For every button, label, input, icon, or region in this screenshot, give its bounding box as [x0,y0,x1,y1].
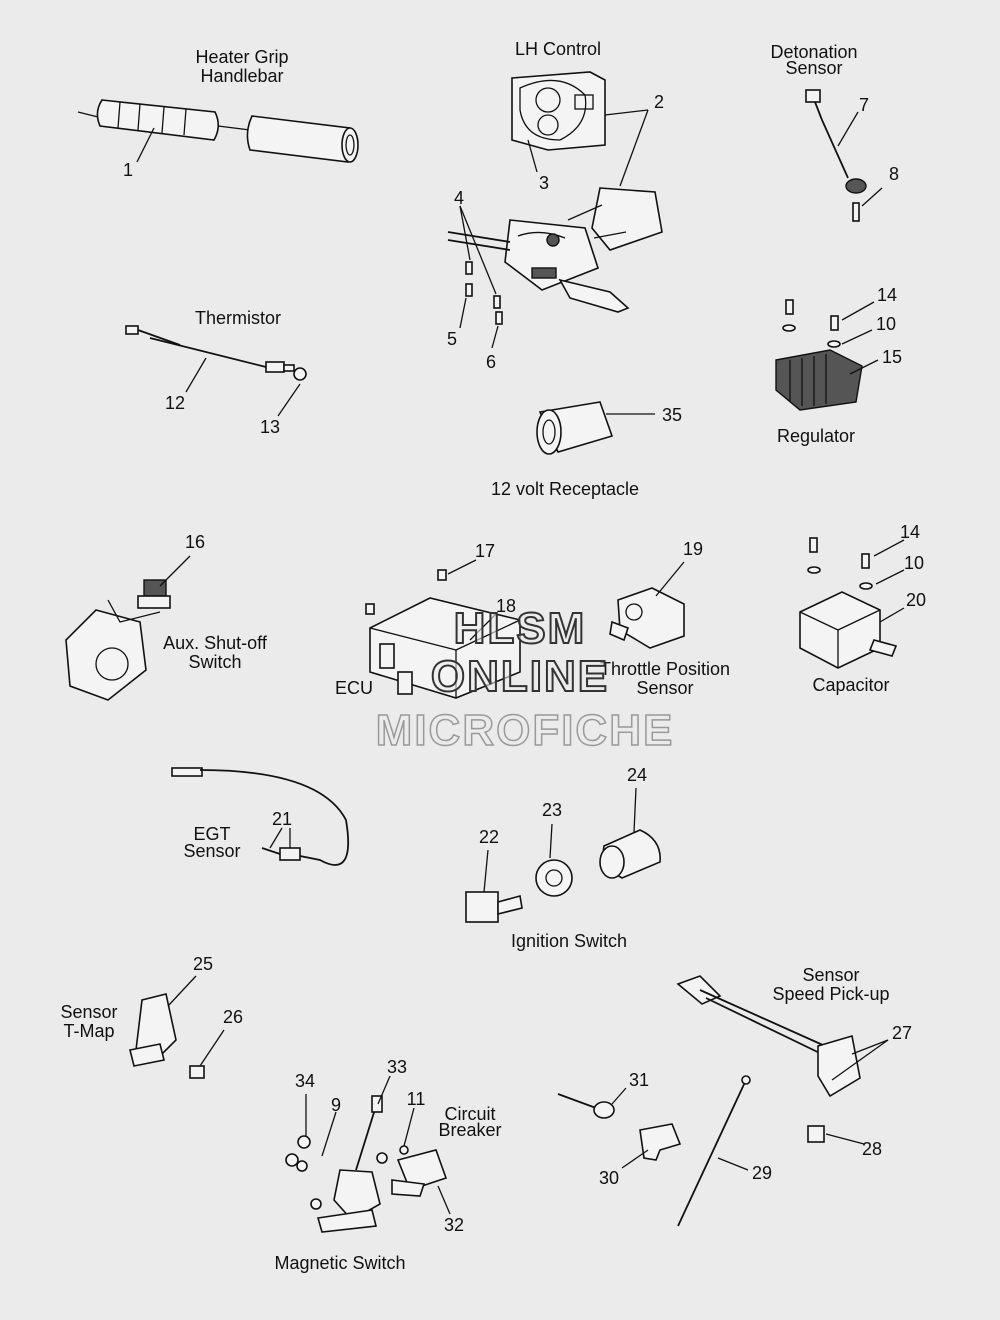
callout-33: 33 [386,1057,408,1077]
callout-21: 21 [271,809,293,829]
label-sensor-tmap: Sensor T-Map [60,1002,118,1041]
magnetic-switch-part [285,1095,448,1233]
watermark-line-2: ONLINE [430,651,610,702]
callout-14-regulator: 14 [876,285,898,305]
callout-7: 7 [858,95,869,115]
label-regulator: Regulator [776,426,856,446]
label-detonation-sensor: Detonation Sensor [770,42,858,78]
regulator-part [775,299,863,411]
label-egt-sensor: EGT Sensor [183,824,241,861]
callout-12: 12 [164,393,186,413]
speed-sensor-part [676,975,861,1143]
callout-31: 31 [628,1070,650,1090]
callout-9: 9 [330,1095,341,1115]
label-circuit-breaker: Circuit Breaker [438,1104,502,1140]
aux-shutoff-switch-part [65,579,171,701]
label-ecu: ECU [334,678,373,698]
callout-22: 22 [478,827,500,847]
label-receptacle: 12 volt Receptacle [490,479,640,499]
callout-30: 30 [598,1168,620,1188]
callout-10-regulator: 10 [875,314,897,334]
callout-3: 3 [538,173,549,193]
receptacle-part [536,401,614,455]
lh-control-lower-part [447,187,663,313]
callout-28: 28 [861,1139,883,1159]
label-heater-grip: Heater Grip Handlebar [195,47,289,86]
sensor-tmap-part [129,993,205,1079]
callout-35: 35 [661,405,683,425]
callout-10-capacitor: 10 [903,553,925,573]
callout-4: 4 [453,188,464,208]
callout-14-capacitor: 14 [899,522,921,542]
callout-23: 23 [541,800,563,820]
callout-11: 11 [406,1089,426,1109]
thermistor-part [125,325,307,381]
capacitor-part [799,537,898,669]
callout-29: 29 [751,1163,773,1183]
egt-sensor-part [171,767,350,866]
callout-6: 6 [485,352,496,372]
callout-5: 5 [446,329,457,349]
callout-32: 32 [443,1215,465,1235]
callout-13: 13 [259,417,281,437]
callout-24: 24 [626,765,648,785]
screws-4-5-6 [465,261,503,325]
callout-25: 25 [192,954,214,974]
throttle-position-sensor-part [609,587,685,649]
callout-15: 15 [881,347,903,367]
callout-20: 20 [905,590,927,610]
lh-control-upper-part [511,71,606,151]
label-magnetic-switch: Magnetic Switch [274,1253,406,1273]
label-thermistor: Thermistor [194,308,281,328]
callout-1: 1 [122,160,133,180]
callout-17: 17 [474,541,496,561]
ecu-part [365,569,521,699]
callout-34: 34 [294,1071,316,1091]
watermark-line-3: MICROFICHE [375,705,675,756]
heater-grip-part [77,99,359,163]
watermark-line-1: HLSM [453,603,587,654]
ignition-switch-part [465,829,661,923]
label-lh-control: LH Control [514,39,602,59]
label-throttle-position: Throttle Position Sensor [599,659,731,698]
callout-8: 8 [888,164,899,184]
callout-16: 16 [184,532,206,552]
label-aux-shutoff: Aux. Shut-off Switch [163,633,267,672]
callout-2: 2 [653,92,664,112]
callout-27: 27 [891,1023,913,1043]
callout-26: 26 [222,1007,244,1027]
callout-18: 18 [495,596,517,616]
label-capacitor: Capacitor [812,675,890,695]
detonation-sensor-part [805,89,867,222]
callout-19: 19 [682,539,704,559]
label-sensor-speed: Sensor Speed Pick-up [772,965,890,1004]
label-ignition-switch: Ignition Switch [510,931,628,951]
misc-parts-29-31 [557,1075,751,1227]
